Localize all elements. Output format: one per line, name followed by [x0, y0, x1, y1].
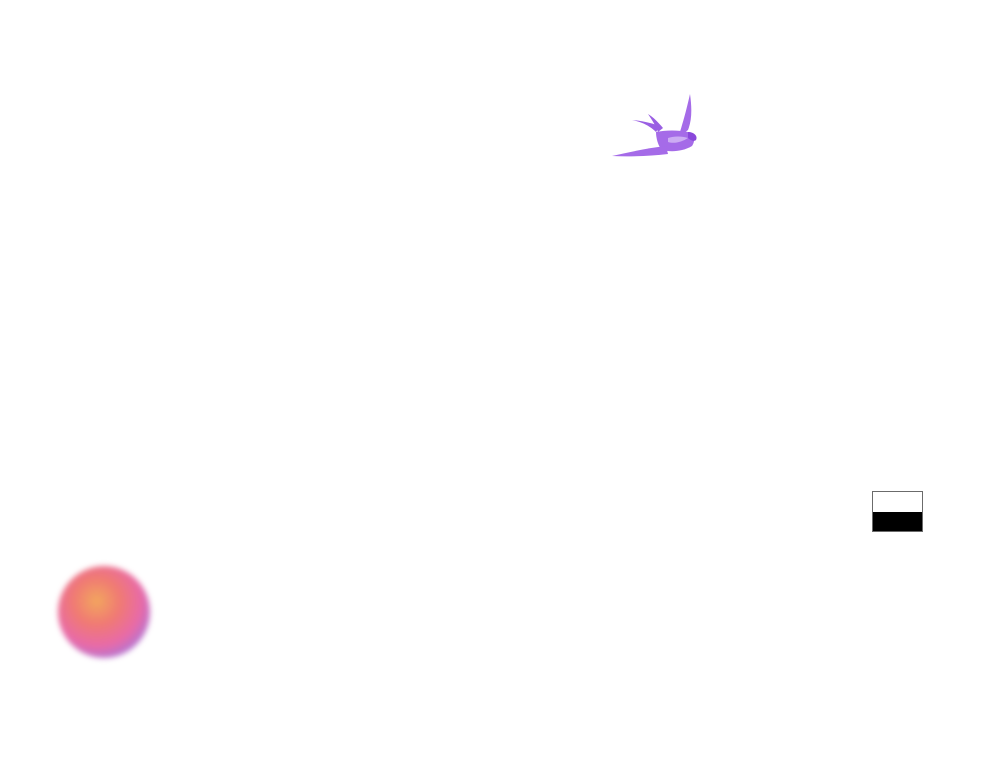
- swallow-upper-wing: [678, 94, 692, 138]
- swallow-head: [688, 132, 697, 141]
- swatch-bottom: [873, 511, 922, 531]
- swallow-highlight: [668, 136, 688, 143]
- swallow-tail-fork: [648, 114, 663, 132]
- swallow-lower-wing: [612, 146, 668, 157]
- sphere-icon: [58, 566, 150, 658]
- color-swatch-icon[interactable]: [872, 491, 923, 532]
- swatch-top: [873, 492, 922, 512]
- swallow-icon: [612, 94, 697, 157]
- swallow-tail: [632, 120, 660, 132]
